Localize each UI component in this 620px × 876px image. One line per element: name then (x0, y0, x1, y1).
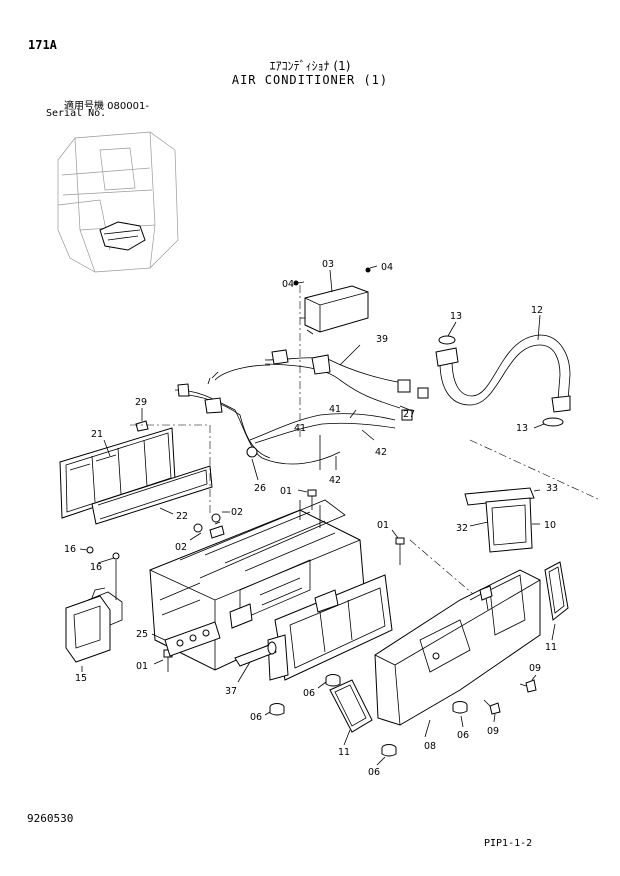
callout-06: 06 (368, 767, 380, 778)
callout-15: 15 (75, 673, 87, 684)
callout-10: 10 (544, 520, 556, 531)
document-number: 9260530 (27, 812, 74, 825)
callout-06: 06 (457, 730, 469, 741)
callout-39: 39 (376, 334, 388, 345)
callout-09: 09 (487, 726, 499, 737)
callout-02: 02 (231, 507, 243, 518)
callout-16: 16 (90, 562, 102, 573)
part-15-vent-16-screws (65, 546, 123, 672)
callout-09: 09 (529, 663, 541, 674)
callout-labels: 03 04 04 13 12 13 39 29 21 41 41 27 42 4… (64, 259, 558, 778)
callout-06: 06 (303, 688, 315, 699)
serial-label-japanese: 適用号機 080001- (64, 101, 149, 112)
serial-label-english: Serial No. (46, 108, 107, 119)
part-10-32-33-duct (409, 439, 601, 601)
callout-25: 25 (136, 629, 148, 640)
part-37-pipe (234, 641, 277, 683)
part-06-mounts (264, 674, 468, 766)
callout-32: 32 (456, 523, 468, 534)
callout-13: 13 (450, 311, 462, 322)
callout-42: 42 (329, 475, 341, 486)
callout-16: 16 (64, 544, 76, 555)
page-reference: PIP1-1-2 (484, 838, 533, 849)
part-21-filter (59, 408, 213, 525)
callout-27: 27 (403, 409, 415, 420)
callout-08: 08 (424, 741, 436, 752)
callout-04: 04 (381, 262, 393, 273)
callout-01: 01 (280, 486, 292, 497)
callout-26: 26 (254, 483, 266, 494)
callout-33: 33 (546, 483, 558, 494)
cab-overview-illustration (57, 131, 179, 273)
callout-02: 02 (175, 542, 187, 553)
callout-11: 11 (338, 747, 350, 758)
callout-03: 03 (322, 259, 334, 270)
part-01-bolts (153, 489, 405, 672)
callout-41: 41 (294, 423, 306, 434)
callout-29: 29 (135, 397, 147, 408)
part-12-drain-hose (435, 314, 571, 429)
page-number: 171A (28, 38, 57, 52)
part-09-bolts (483, 674, 537, 723)
callout-12: 12 (531, 305, 543, 316)
callout-37: 37 (225, 686, 237, 697)
part-08-lower-housing (374, 569, 541, 738)
callout-21: 21 (91, 429, 103, 440)
part-25-plate (151, 621, 221, 657)
callout-04: 04 (282, 279, 294, 290)
part-11-gaskets (329, 561, 569, 746)
title-japanese: ｴｱｺﾝﾃﾞｨｼｮﾅ (1) (269, 59, 351, 73)
callout-41: 41 (329, 404, 341, 415)
callout-22: 22 (176, 511, 188, 522)
callout-06: 06 (250, 712, 262, 723)
part-39-harness (174, 344, 429, 481)
title-english: AIR CONDITIONER (1) (231, 73, 389, 87)
part-03-controller (293, 265, 378, 440)
callout-11: 11 (545, 642, 557, 653)
callout-01: 01 (377, 520, 389, 531)
callout-01: 01 (136, 661, 148, 672)
callout-13: 13 (516, 423, 528, 434)
callout-42: 42 (375, 447, 387, 458)
